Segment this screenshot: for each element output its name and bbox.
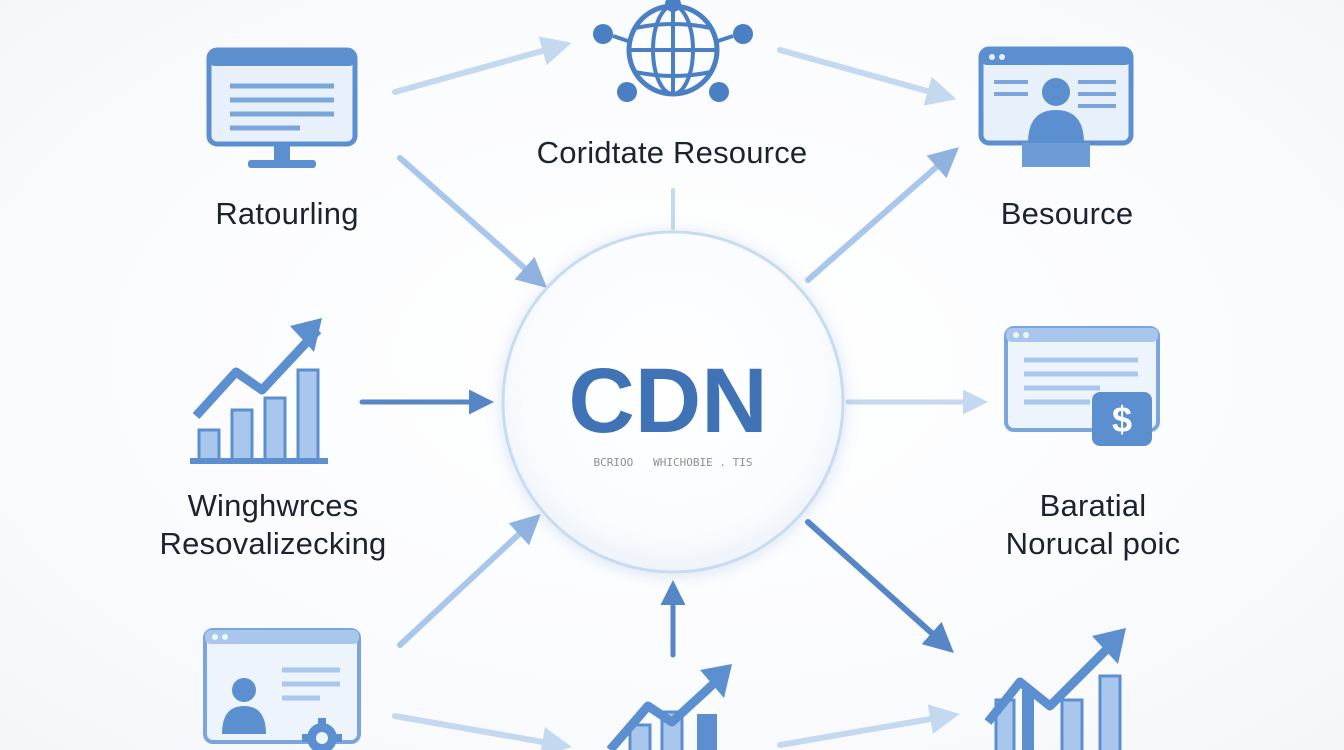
label-right-top: Besource [1000,196,1134,231]
dollar-glyph: $ [1112,399,1132,440]
arrow-center-to-top-right [805,147,960,283]
growth-chart-icon [190,318,328,464]
label-top-resource: Coridtate Resource [536,135,808,170]
growth-chart-icon [606,664,732,750]
label-right-mid-line2: Norucal poic [1005,526,1181,561]
center-title: CDN [568,350,767,452]
arrow-top-left-to-center [397,155,547,288]
browser-dollar-icon: $ [1004,326,1160,446]
globe-network-icon [593,0,753,102]
growth-chart-icon [984,628,1126,750]
center-node: CDN BCRIOO WHICHOBIE . TIS [501,230,845,574]
label-right-mid: Baratial Norucal poic [1006,487,1181,563]
arrow-top-left-to-globe [392,36,572,95]
monitor-icon [206,47,358,168]
center-subtitle: BCRIOO WHICHOBIE . TIS [594,456,753,469]
label-left-mid: Winghwrces Resovalizecking [160,487,387,563]
center-circle [501,230,845,574]
arrow-globe-to-top-right [777,47,957,106]
arrow-bottom-left-to-center [397,513,541,648]
browser-user-icon [978,46,1134,167]
label-right-mid-line1: Baratial [1039,488,1147,523]
arrow-bottom-center-to-bottom-right [777,704,960,748]
label-left-top: Ratourling [215,196,359,231]
browser-user-gear-icon [203,628,361,750]
arrows [359,36,988,750]
label-left-mid-line2: Resovalizecking [159,526,387,561]
arrow-bottom-left-to-bottom-center [392,713,572,750]
label-left-mid-line1: Winghwrces [187,488,359,523]
arrow-center-to-bottom-right [805,519,954,654]
